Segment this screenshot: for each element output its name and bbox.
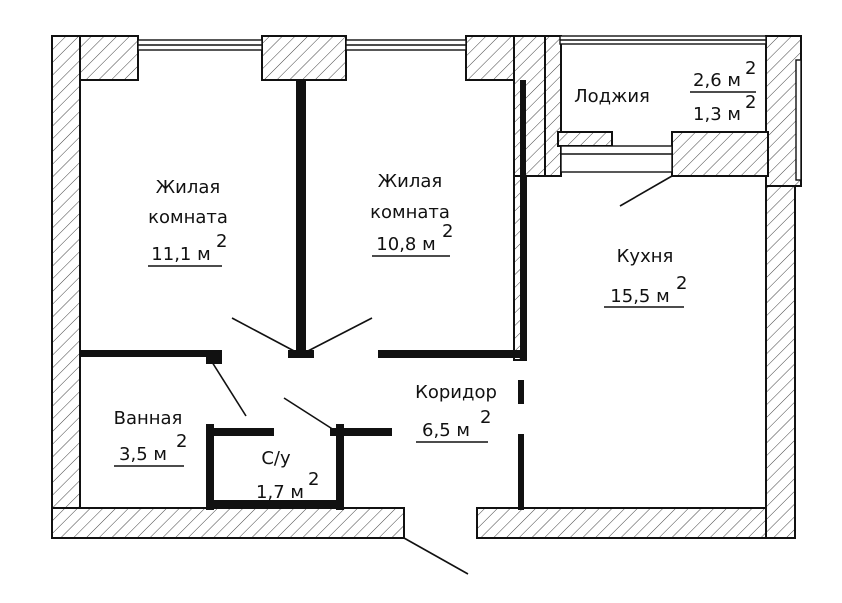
interior-walls xyxy=(80,80,526,510)
loggia-label: Лоджия xyxy=(574,86,650,107)
loggia-area-1-sup: 2 xyxy=(745,58,756,79)
wc-label: С/у xyxy=(261,448,291,469)
room-living-1: Жилая комната 11,1 м 2 xyxy=(148,177,228,267)
kitchen-area: 15,5 м xyxy=(610,286,669,307)
outer-walls xyxy=(51,35,802,539)
room-corridor: Коридор 6,5 м 2 xyxy=(415,382,497,443)
living2-label-line2: комната xyxy=(370,202,450,223)
loggia-area-1: 2,6 м xyxy=(693,70,741,91)
room-loggia: Лоджия 2,6 м 2 1,3 м 2 xyxy=(574,58,756,125)
room-kitchen: Кухня 15,5 м 2 xyxy=(604,246,687,308)
bathroom-area-sup: 2 xyxy=(176,431,187,452)
living2-area-sup: 2 xyxy=(442,221,453,242)
bathroom-label: Ванная xyxy=(114,408,183,429)
living2-label-line1: Жилая xyxy=(378,171,442,192)
wc-area-sup: 2 xyxy=(308,469,319,490)
corridor-area: 6,5 м xyxy=(422,420,470,441)
room-living-2: Жилая комната 10,8 м 2 xyxy=(370,171,453,257)
corridor-label: Коридор xyxy=(415,382,497,403)
loggia-area-2: 1,3 м xyxy=(693,104,741,125)
room-bathroom: Ванная 3,5 м 2 xyxy=(114,408,187,467)
windows xyxy=(137,35,802,181)
room-wc: С/у 1,7 м 2 xyxy=(256,448,319,503)
living1-label-line1: Жилая xyxy=(156,177,220,198)
living2-area: 10,8 м xyxy=(376,234,435,255)
kitchen-label: Кухня xyxy=(617,246,674,267)
living1-label-line2: комната xyxy=(148,207,228,228)
loggia-area-2-sup: 2 xyxy=(745,92,756,113)
corridor-area-sup: 2 xyxy=(480,407,491,428)
door-swings xyxy=(211,175,673,575)
wc-area: 1,7 м xyxy=(256,482,304,503)
living1-area: 11,1 м xyxy=(151,244,210,265)
kitchen-area-sup: 2 xyxy=(676,273,687,294)
bathroom-area: 3,5 м xyxy=(119,444,167,465)
living1-area-sup: 2 xyxy=(216,231,227,252)
